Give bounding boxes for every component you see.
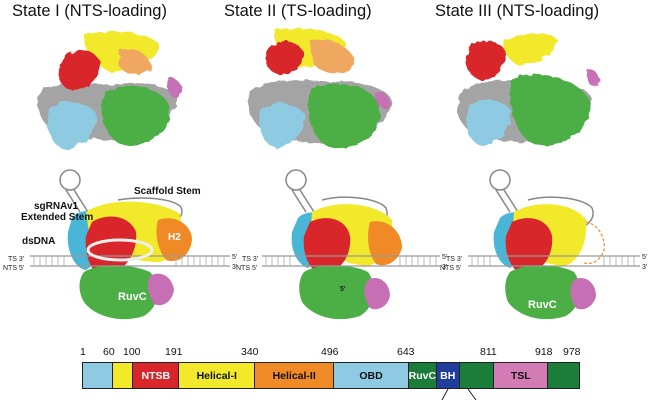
schematic-state-2 <box>262 169 440 320</box>
ts3-label-2: TS 3' <box>242 256 259 263</box>
dsdna-3 <box>468 255 640 267</box>
bh-connector-left <box>441 388 449 400</box>
domain-segment-helical-ii: Helical-II <box>255 363 335 388</box>
state-3-title: State III (NTS-loading) <box>435 2 600 20</box>
blob-green-1 <box>79 265 158 320</box>
domain-position: 643 <box>397 346 415 358</box>
dsdna-2 <box>262 255 440 267</box>
domain-segment-obd: OBD <box>334 363 409 388</box>
blob-orange-1 <box>156 218 192 262</box>
bh-connector-right <box>467 388 477 400</box>
domain-position: 60 <box>103 346 115 358</box>
ruvc-label-3: RuvC <box>528 299 557 311</box>
domain-segment-tsl: TSL <box>494 363 549 388</box>
ts3-label-1: TS 3' <box>8 256 25 263</box>
nts5-label-1: NTS 5' <box>3 265 25 272</box>
three-label-1: 3' <box>232 264 238 271</box>
density-map-state-2 <box>248 28 392 149</box>
blob-purple-2 <box>364 277 390 310</box>
sgrna-label-line2: Extended Stem <box>21 212 94 223</box>
density-map-state-3 <box>457 33 600 147</box>
schematic-state-3 <box>468 169 640 320</box>
state-1-title: State I (NTS-loading) <box>12 2 167 20</box>
h2-label: H2 <box>168 232 181 243</box>
domain-position: 1 <box>80 346 86 358</box>
sgrna-label-line1: sgRNAv1 <box>34 201 79 212</box>
domain-segment <box>83 363 113 388</box>
domain-segment-helical-i: Helical-I <box>179 363 256 388</box>
five-label-1: 5' <box>232 254 238 261</box>
dsdna-1 <box>30 255 230 267</box>
five-label-2: 5' <box>442 254 448 261</box>
state-2-title: State II (TS-loading) <box>224 2 372 20</box>
domain-position: 918 <box>535 346 553 358</box>
domain-position: 100 <box>123 346 141 358</box>
domain-segment-ntsb: NTSB <box>133 363 180 388</box>
density-map-state-1 <box>38 31 182 150</box>
dsdna-rungs-1 <box>33 256 225 266</box>
ruvc-label-1: RuvC <box>118 291 147 303</box>
domain-position: 496 <box>321 346 339 358</box>
ts3-label-3: TS 3' <box>446 256 463 263</box>
domain-segment-ruvc: RuvC <box>408 363 437 388</box>
five-label-3: 5' <box>642 254 648 261</box>
blob-green-2 <box>299 265 375 320</box>
domain-position: 811 <box>480 346 497 358</box>
blob-orange-2 <box>368 221 402 266</box>
domain-segment <box>548 363 579 388</box>
domain-segment-bh: BH <box>436 363 460 388</box>
five-label-2b: 5' <box>340 286 346 293</box>
three-label-2: 3' <box>442 264 448 271</box>
three-label-3: 3' <box>642 264 648 271</box>
blob-purple-3 <box>570 277 596 310</box>
schematic-state-1 <box>30 169 230 320</box>
dsdna-label: dsDNA <box>22 236 56 247</box>
domain-segment <box>112 363 134 388</box>
blob-red-3 <box>505 218 553 276</box>
blob-green-3 <box>505 265 581 320</box>
domain-segment <box>459 363 495 388</box>
domain-position: 978 <box>563 346 581 358</box>
blob-red-2 <box>303 218 351 276</box>
scaffold-stem-label: Scaffold Stem <box>134 186 201 197</box>
nts5-label-3: NTS 5' <box>440 265 462 272</box>
scaffold-loop-1 <box>59 169 81 191</box>
blob-purple-1 <box>147 273 174 306</box>
domain-position: 191 <box>165 346 183 358</box>
domain-position: 340 <box>241 346 259 358</box>
blob-red-1 <box>85 216 137 278</box>
nts5-label-2: NTS 5' <box>236 265 258 272</box>
